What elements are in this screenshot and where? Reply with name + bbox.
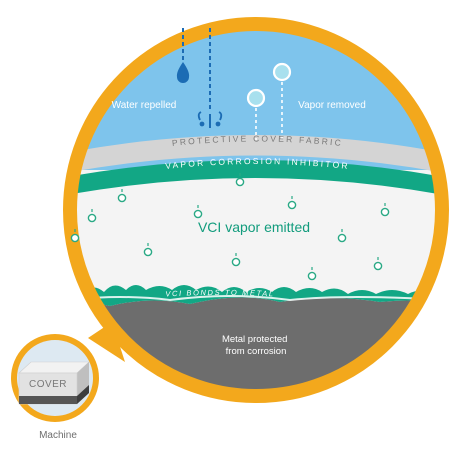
vci-bubble-icon [70,229,80,243]
cover-box-label: COVER [29,379,67,390]
vci-bubble-icon [235,173,245,187]
vci-bubble-icon [380,203,390,217]
water-repelled-label: Water repelled [112,100,177,111]
vapor-bubble-icon [246,88,266,140]
vci-bubble-icon [117,189,127,203]
splash-icon [197,28,223,128]
cover-box-icon: COVER [18,361,90,405]
metal-protected-line2: from corrosion [226,346,287,357]
vapor-removed-label: Vapor removed [298,100,366,111]
fabric-band [70,135,442,178]
metal-protected-line1: Metal protected [222,334,287,345]
vci-bubble-icon [373,257,383,271]
circle-border [63,17,449,403]
vci-bond-highlight [70,295,441,302]
metal-protected-label: Metal protected from corrosion [222,334,290,357]
vapor-bubble-icon-2 [272,62,292,140]
vci-bubble-icon [87,209,97,223]
vci-vapor-emitted-label: VCI vapor emitted [198,219,310,235]
machine-label: Machine [39,430,77,441]
machine-icon: COVER [11,334,99,422]
fabric-label: PROTECTIVE COVER FABRIC [171,133,343,148]
vci-bubble-icon [307,267,317,281]
vci-bubble-icon [193,205,203,219]
water-drop-icon [176,28,190,83]
callout-connector [88,322,125,362]
vci-bonds-label: VCI BONDS TO METAL [165,288,275,298]
vci-bubble-icon [143,243,153,257]
vci-bubble-icon [287,196,297,210]
vci-band [70,160,442,200]
vci-bubble-icon [231,253,241,267]
vci-bubbles [70,173,390,281]
vci-bubble-icon [337,229,347,243]
